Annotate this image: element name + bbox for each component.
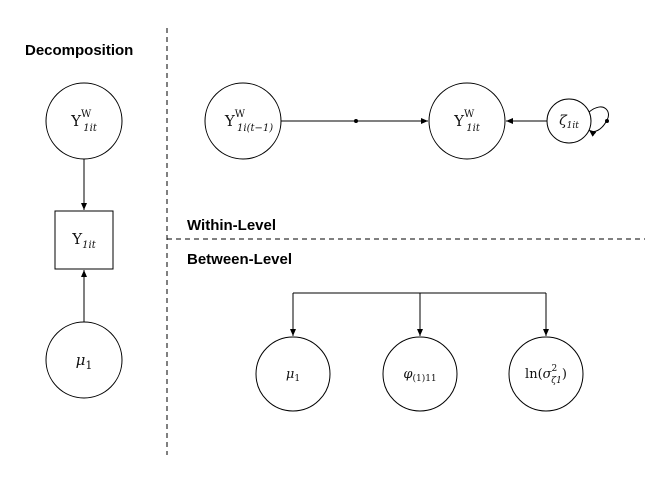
between-level-heading: Between-Level	[187, 251, 292, 268]
decomp-mean-node	[45, 321, 123, 399]
between-mean-node	[255, 336, 331, 412]
lagged-within-node	[204, 82, 282, 160]
decomp-mean-label: μ1	[76, 351, 93, 372]
between-phi-node	[382, 336, 458, 412]
decomposition-heading: Decomposition	[25, 42, 133, 59]
between-phi-label: φ(1)11	[403, 367, 436, 384]
observed-label: Y1it	[71, 230, 96, 251]
observed-node	[54, 210, 114, 270]
random-variance-dot	[605, 119, 609, 123]
innovation-label: ζ1it	[559, 113, 579, 131]
within-level-heading: Within-Level	[187, 217, 276, 234]
innovation-variance-loop	[588, 106, 609, 137]
between-log-variance-node	[508, 336, 584, 412]
random-slope-dot	[354, 119, 358, 123]
decomp-within-node	[45, 82, 123, 160]
between-mean-label: μ1	[286, 367, 300, 384]
within-node	[428, 82, 506, 160]
innovation-node	[546, 98, 592, 144]
